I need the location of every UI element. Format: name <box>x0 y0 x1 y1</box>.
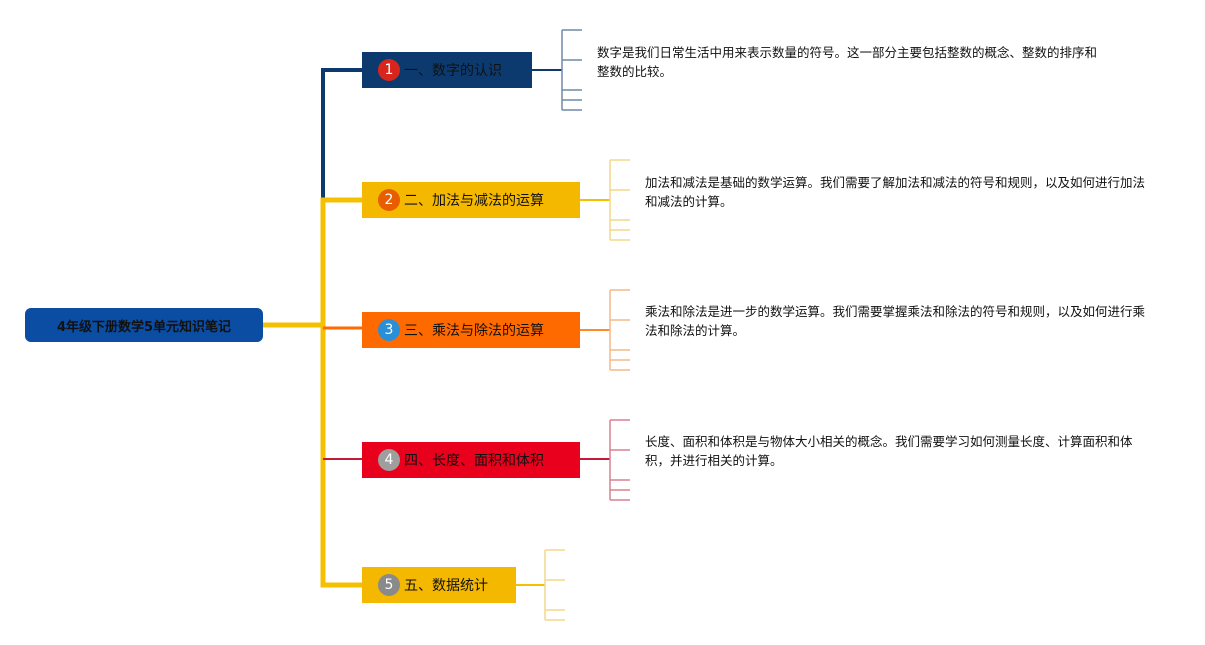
root-topic[interactable]: 4年级下册数学5单元知识笔记 <box>25 308 263 342</box>
topic-1-note: 数字是我们日常生活中用来表示数量的符号。这一部分主要包括整数的概念、整数的排序和… <box>597 45 1098 79</box>
topic-4-leaf-lines <box>609 419 630 501</box>
topic-2-label: 二、加法与减法的运算 <box>404 193 544 209</box>
number-badge-2: 2 <box>378 189 400 211</box>
topic-1[interactable]: 1 一、数字的认识 <box>362 52 532 88</box>
branch-trunk <box>320 197 362 588</box>
topic-4[interactable]: 4 四、长度、面积和体积 <box>362 442 580 478</box>
topic-3-note: 乘法和除法是进一步的数学运算。我们需要掌握乘法和除法的符号和规则，以及如何进行乘… <box>645 304 1146 338</box>
number-badge-5: 5 <box>378 574 400 596</box>
topic-3-leaf-lines <box>609 289 630 371</box>
topic-4-note: 长度、面积和体积是与物体大小相关的概念。我们需要学习如何测量长度、计算面积和体积… <box>645 434 1133 468</box>
topic-1-label: 一、数字的认识 <box>404 63 502 79</box>
topic-2[interactable]: 2 二、加法与减法的运算 <box>362 182 580 218</box>
topic-2-leaf-lines <box>609 159 630 241</box>
topic-1-leaf-lines <box>561 29 582 111</box>
topic-3-label: 三、乘法与除法的运算 <box>404 323 544 339</box>
topic-5-leaf-lines <box>544 549 565 621</box>
topic-5-label: 五、数据统计 <box>404 578 488 594</box>
topic-5[interactable]: 5 五、数据统计 <box>362 567 516 603</box>
topic-2-note: 加法和减法是基础的数学运算。我们需要了解加法和减法的符号和规则，以及如何进行加法… <box>645 175 1146 209</box>
number-badge-1: 1 <box>378 59 400 81</box>
branch-1-connector <box>321 68 362 198</box>
topic-4-label: 四、长度、面积和体积 <box>404 453 544 469</box>
number-badge-3: 3 <box>378 319 400 341</box>
topic-3[interactable]: 3 三、乘法与除法的运算 <box>362 312 580 348</box>
number-badge-4: 4 <box>378 449 400 471</box>
root-title: 4年级下册数学5单元知识笔记 <box>56 319 232 335</box>
